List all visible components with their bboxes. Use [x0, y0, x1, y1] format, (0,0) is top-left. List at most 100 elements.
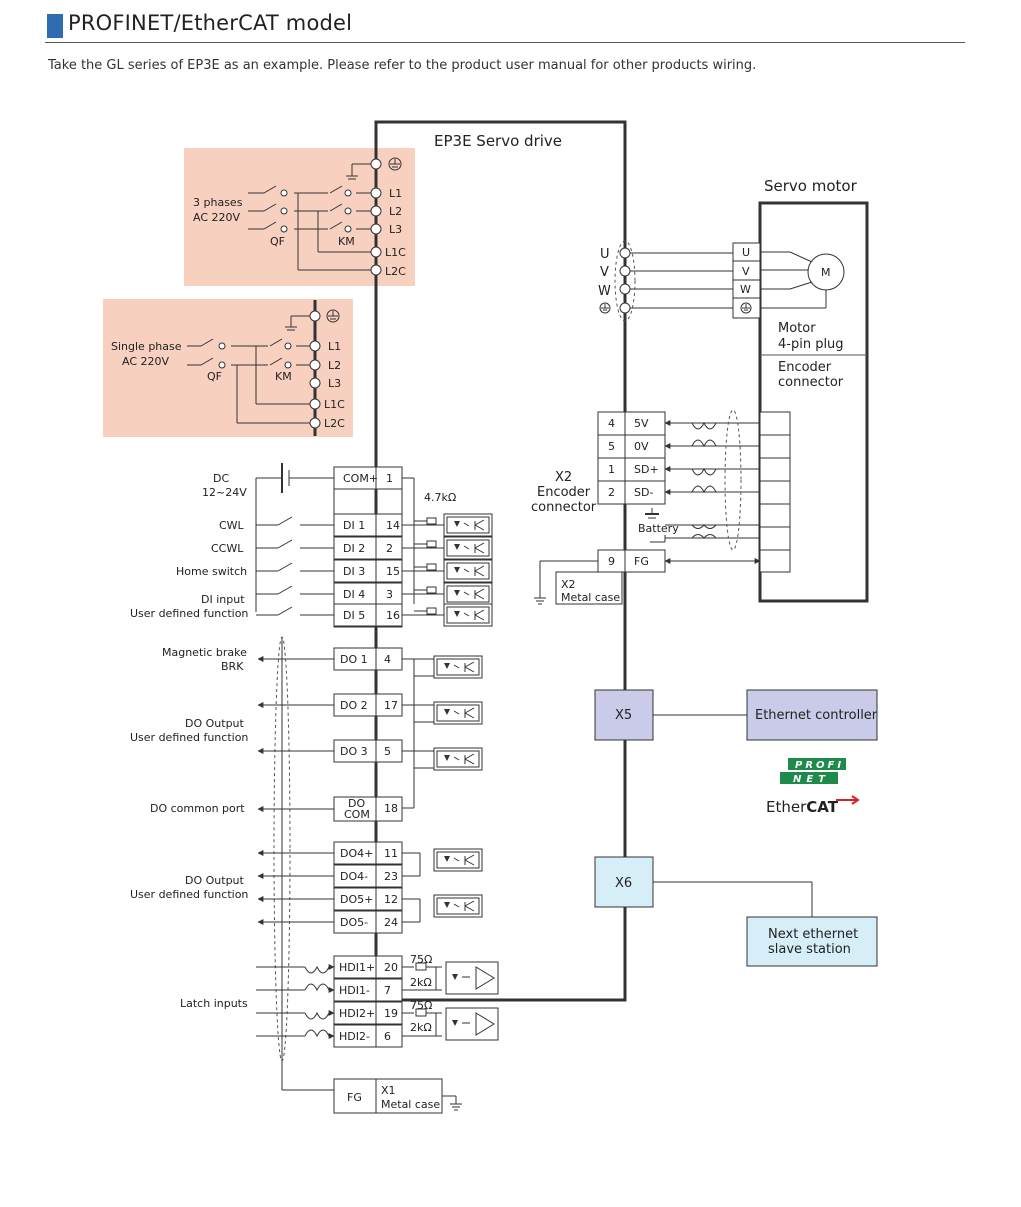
three-phase-qf: QF [270, 235, 285, 248]
di-pin-num-5: 16 [386, 609, 400, 622]
encoder-connector-label-2: connector [778, 375, 844, 390]
latch-r2k-1: 2kΩ [410, 976, 432, 989]
di-user-def-label: User defined function [130, 607, 248, 620]
do-pin-num-4: 11 [384, 847, 398, 860]
x2-case-label-2: Metal case [561, 591, 620, 604]
latch-pin-name-0: HDI1+ [339, 961, 375, 974]
di-pin-name-0: COM+ [343, 472, 378, 485]
x2-pin-num-3: 2 [608, 486, 615, 499]
single-phase-qf: QF [207, 370, 222, 383]
battery-icon [645, 508, 659, 519]
title-divider [45, 42, 965, 43]
latch-pin-num-2: 19 [384, 1007, 398, 1020]
do-pin-num-5: 23 [384, 870, 398, 883]
profinet-logo: PROFI NET [780, 758, 846, 785]
motor-pin-w: W [740, 283, 751, 296]
optocoupler-icon [433, 848, 483, 872]
x1-label-1: X1 [381, 1084, 396, 1097]
x2-encoder-connector: X2 Encoder connector 4 5V 5 0V 1 SD+ 2 S… [531, 409, 791, 605]
single-phase-km: KM [275, 370, 292, 383]
latch-pin-num-3: 6 [384, 1030, 391, 1043]
latch-pin-name-2: HDI2+ [339, 1007, 375, 1020]
three-phase-term-l1: L1 [389, 187, 402, 200]
header-accent-bar [47, 14, 63, 38]
di-pin-num-0: 1 [386, 472, 393, 485]
optocoupler-icon [433, 894, 483, 918]
battery-label: Battery [638, 522, 679, 535]
do-pin-name-0: DO 1 [340, 653, 368, 666]
single-phase-label-1: Single phase [111, 340, 182, 353]
optocoupler-icon [443, 536, 493, 560]
x2-fg-name: FG [634, 555, 649, 568]
three-phase-km: KM [338, 235, 355, 248]
servo-motor-frame [758, 201, 869, 603]
ground-terminal-icon-2 [326, 309, 340, 323]
do-pin-name-1: DO 2 [340, 699, 368, 712]
servo-drive-title: EP3E Servo drive [434, 132, 562, 150]
do-user-def-label: User defined function [130, 731, 248, 744]
x2-pin-name-0: 5V [634, 417, 649, 430]
optocoupler-icon [433, 747, 483, 771]
brake-label-1: Magnetic brake [162, 646, 247, 659]
do-pin-name-3-line1: DO [348, 797, 365, 810]
motor-plug-label-1: Motor [778, 321, 816, 336]
latch-pin-name-3: HDI2- [339, 1030, 370, 1043]
single-phase-term-l1c: L1C [324, 398, 345, 411]
di-pin-num-4: 3 [386, 588, 393, 601]
drive-pin-v: V [600, 265, 609, 280]
three-phase-term-l2: L2 [389, 205, 402, 218]
uvw-terminals: U V W [598, 240, 733, 322]
di-pin-num-3: 15 [386, 565, 400, 578]
x5-port-box [594, 689, 654, 741]
single-phase-label-2: AC 220V [122, 355, 170, 368]
drive-ground-icon [599, 302, 611, 314]
dc-label-2: 12~24V [202, 486, 247, 499]
do-pin-name-2: DO 3 [340, 745, 368, 758]
brake-label-2: BRK [221, 660, 244, 673]
do-common-label: DO common port [150, 802, 245, 815]
ccwl-label: CCWL [211, 542, 244, 555]
page-title: PROFINET/EtherCAT model [68, 11, 353, 35]
motor-plug-label-2: 4-pin plug [778, 337, 844, 352]
x2-label-2: Encoder [537, 485, 591, 500]
do-pin-num-6: 12 [384, 893, 398, 906]
single-phase-term-l1: L1 [328, 340, 341, 353]
x5-label: X5 [615, 708, 632, 723]
latch-receiver-icon [445, 1007, 499, 1041]
motor-pin-u: U [742, 246, 750, 259]
ethernet-controller-box [746, 689, 878, 741]
x2-pin-name-3: SD- [634, 486, 653, 499]
drive-pin-w: W [598, 284, 611, 299]
x2-pin-num-1: 5 [608, 440, 615, 453]
single-phase-term-l2: L2 [328, 359, 341, 372]
servo-motor-title: Servo motor [764, 177, 858, 195]
single-phase-term-l2c: L2C [324, 417, 345, 430]
x1-metal-case: FG X1 Metal case [282, 1078, 462, 1114]
x2-pin-num-0: 4 [608, 417, 615, 430]
do-pin-name-6: DO5+ [340, 893, 373, 906]
twisted-pair-icon [691, 421, 717, 539]
do-section: Magnetic brake BRK DO Output User define… [130, 636, 434, 1090]
svg-text:PROFI: PROFI [795, 760, 844, 771]
latch-label: Latch inputs [180, 997, 248, 1010]
single-phase-wiring: Single phase AC 220V QF KM L1 L2 L3 L1C … [111, 300, 345, 436]
latch-receiver-icon [445, 961, 499, 995]
next-slave-label-2: slave station [768, 942, 851, 957]
x6-port-box [594, 856, 654, 908]
do-pin-num-7: 24 [384, 916, 398, 929]
di-section: DC 12~24V 4.7kΩ CWL CCWL Home switch DI … [130, 463, 456, 628]
x2-pin-num-2: 1 [608, 463, 615, 476]
single-phase-term-l3: L3 [328, 377, 341, 390]
optocoupler-icon [443, 513, 493, 537]
do-output-label-2: DO Output [185, 874, 245, 887]
do-pin-name-7: DO5- [340, 916, 368, 929]
home-switch-label: Home switch [176, 565, 247, 578]
optocoupler-icon [443, 603, 493, 627]
ground-terminal-icon [388, 157, 402, 171]
do-pin-num-1: 17 [384, 699, 398, 712]
latch-section: Latch inputs 75Ω 2kΩ 75Ω 2kΩ [180, 953, 442, 1039]
three-phase-label-2: AC 220V [193, 211, 241, 224]
x2-label-3: connector [531, 500, 597, 515]
